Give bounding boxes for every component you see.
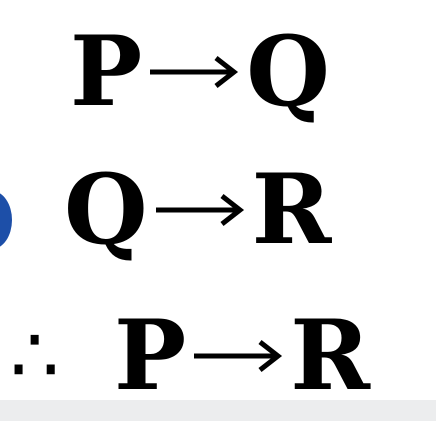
premise-1-consequent: Q [246,15,330,128]
blue-circle-edge [0,191,12,249]
premise-1: P Q [70,22,330,122]
premise-2-antecedent: Q [64,153,148,266]
therefore-symbol: ∴ [10,311,60,401]
premise-2-consequent: R [251,153,332,266]
right-arrow-icon [152,160,248,260]
conclusion-consequent: R [290,299,370,412]
right-arrow-icon [190,306,286,406]
conclusion-antecedent: P [114,299,187,412]
premise-2: Q R [64,160,331,260]
right-arrow-icon [146,22,242,122]
conclusion: ∴P R [10,306,370,406]
bottom-shade [0,400,436,421]
premise-1-antecedent: P [70,15,143,128]
